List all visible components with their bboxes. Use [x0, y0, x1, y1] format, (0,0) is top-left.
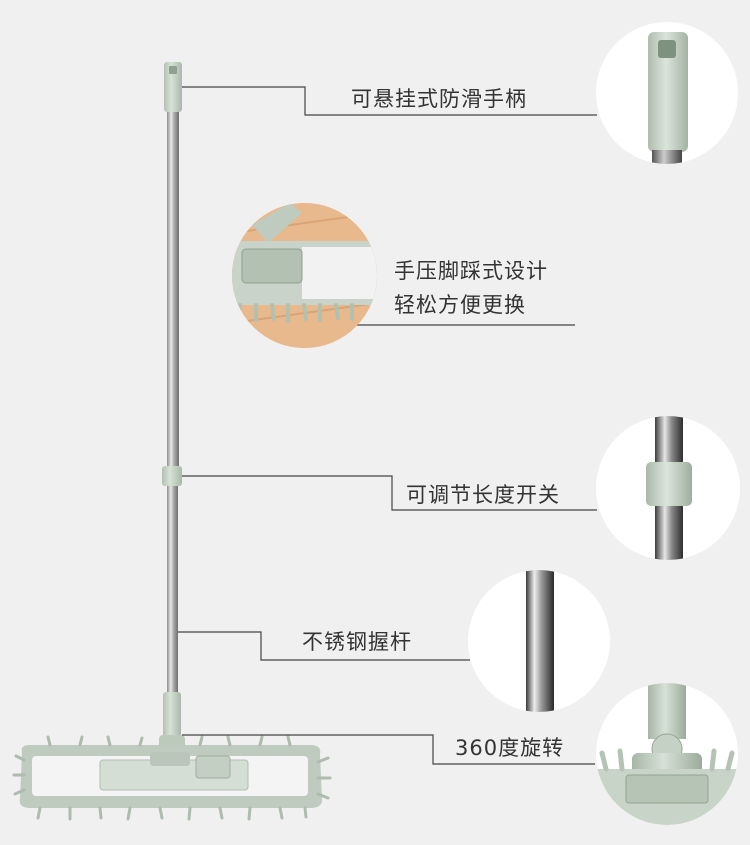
feature-label-steel-pole: 不锈钢握杆	[302, 630, 412, 654]
callout-lines	[178, 86, 597, 765]
mop-pole-upper	[167, 112, 179, 468]
detail-circle-rotation	[596, 683, 738, 825]
feature-label-pedal-line1: 手压脚踩式设计	[394, 259, 548, 283]
feature-label-hang-handle: 可悬挂式防滑手柄	[351, 87, 527, 111]
feature-label-adjust-switch: 可调节长度开关	[406, 483, 560, 507]
detail-circle-pole	[468, 570, 610, 712]
feature-label-rotation: 360度旋转	[455, 736, 565, 760]
mop-hang-handle	[164, 62, 182, 112]
feature-label-pedal-line2: 轻松方便更换	[394, 293, 526, 317]
mop-neck	[163, 692, 181, 738]
detail-circle-handle	[596, 22, 738, 164]
mop-adjust-switch	[162, 466, 182, 486]
detail-circle-pedal	[232, 203, 377, 348]
detail-circle-switch	[596, 416, 740, 560]
mop-head	[12, 735, 332, 821]
mop-pole-lower	[167, 486, 178, 694]
